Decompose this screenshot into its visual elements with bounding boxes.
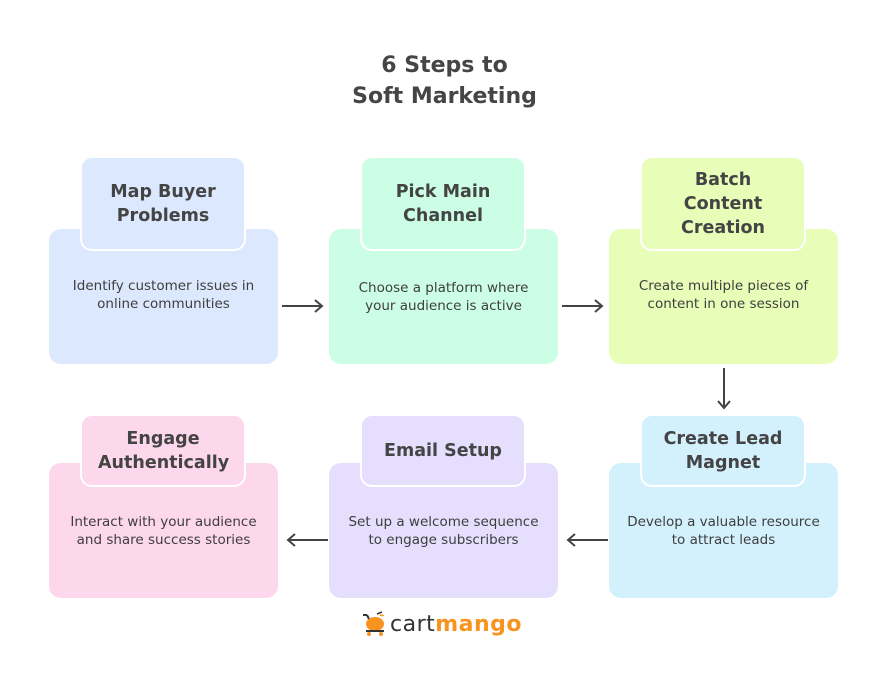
step-description: Create multiple pieces of content in one… [638, 278, 809, 312]
logo-text-mango: mango [435, 611, 523, 637]
step-title: Engage Authentically [98, 428, 230, 473]
step-title-box: Engage Authentically [80, 414, 246, 487]
step-title: Email Setup [384, 440, 502, 461]
step-title: Pick Main Channel [395, 181, 491, 226]
title-line-1: 6 Steps to [381, 53, 508, 78]
step-card-map-buyer-problems: Identify customer issues in online commu… [49, 229, 278, 364]
logo-text-cart: cart [390, 611, 436, 637]
arrow-left-icon [566, 533, 608, 547]
diagram-title: 6 Steps to Soft Marketing [0, 50, 889, 112]
step-title-box: Map Buyer Problems [80, 156, 246, 251]
title-line-2: Soft Marketing [352, 84, 537, 109]
step-description: Identify customer issues in online commu… [72, 278, 255, 312]
step-title-box: Email Setup [360, 414, 526, 487]
step-title-box: Batch Content Creation [640, 156, 806, 251]
step-title: Map Buyer Problems [110, 181, 216, 226]
step-description: Develop a valuable resource to attract l… [627, 514, 820, 548]
arrow-left-icon [286, 533, 328, 547]
arrow-right-icon [562, 299, 604, 313]
step-title-box: Pick Main Channel [360, 156, 526, 251]
step-card-pick-main-channel: Choose a platform where your audience is… [329, 229, 558, 364]
step-title-box: Create Lead Magnet [640, 414, 806, 487]
step-title: Create Lead Magnet [663, 428, 783, 473]
step-description: Set up a welcome sequence to engage subs… [348, 514, 539, 548]
arrow-down-icon [717, 368, 731, 410]
arrow-right-icon [282, 299, 324, 313]
step-title: Batch Content Creation [681, 169, 765, 238]
step-description: Interact with your audience and share su… [70, 514, 257, 548]
step-description: Choose a platform where your audience is… [358, 280, 529, 314]
step-card-batch-content-creation: Create multiple pieces of content in one… [609, 229, 838, 364]
mango-cart-icon [363, 611, 384, 636]
